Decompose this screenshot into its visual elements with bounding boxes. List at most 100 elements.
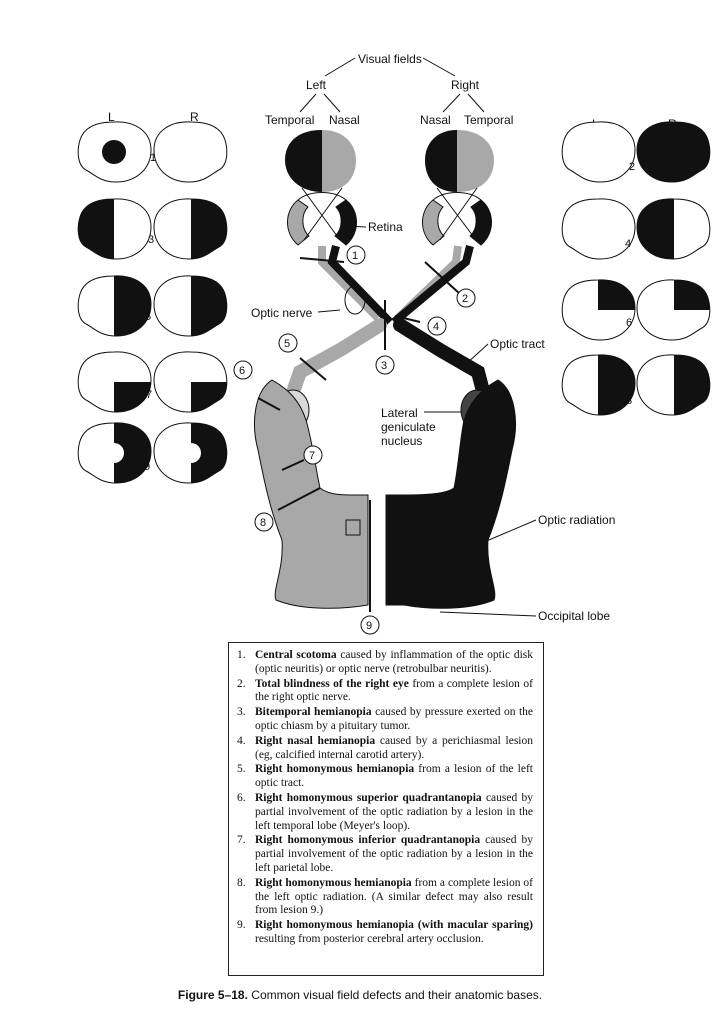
lesion-1-marker: 1 [346, 245, 366, 265]
lesion-4-bar [394, 315, 421, 323]
legend-item-title: Total blindness of the right eye [255, 677, 409, 690]
defect-4-right-field [636, 198, 711, 260]
defect-2-number: 2 [629, 161, 635, 173]
legend-item-number: 3. [237, 706, 246, 719]
nasal-right-label: Nasal [420, 113, 451, 127]
svg-text:3: 3 [381, 360, 387, 372]
field-of-view-right-eye [425, 130, 494, 192]
legend-item-number: 2. [237, 677, 246, 690]
retina-label: Retina [368, 220, 403, 234]
temporal-left-label: Temporal [265, 113, 314, 127]
legend-item: 2. Total blindness of the right eye from … [237, 678, 533, 706]
legend-item-number: 5. [237, 763, 246, 776]
lesion-2-marker: 2 [456, 288, 476, 308]
optic-nerve-label: Optic nerve [251, 306, 313, 320]
lgn-label-line1: Lateral [381, 406, 418, 420]
optic-tracts [285, 318, 491, 402]
legend-item-description: from a complete lesion of the left optic… [255, 876, 534, 917]
defect-7-left-field [77, 351, 152, 413]
legend-item-description: caused by partial involvement of the opt… [255, 791, 533, 832]
defect-2-left-field [561, 121, 636, 183]
defect-1-number: 1 [150, 152, 156, 164]
legend-item-text: Right homonymous hemianopia (with macula… [255, 919, 533, 947]
legend-item-text: Total blindness of the right eye from a … [255, 678, 533, 706]
lesion-8-marker: 8 [254, 512, 274, 532]
defect-1-left-field [77, 121, 152, 183]
legend-item-description: caused by inflammation of the optic disk… [255, 649, 533, 675]
lesion-marks [257, 257, 461, 612]
right-label: Right [451, 78, 480, 92]
defect-8-number: 8 [626, 395, 632, 407]
legend-item-title: Right homonymous superior quadrantanopia [255, 791, 482, 804]
legend-box: 1.Central scotoma caused by inflammation… [228, 642, 544, 976]
legend-item: 4. Right nasal hemianopia caused by a per… [237, 735, 533, 763]
lesion-7-bar [281, 459, 305, 471]
svg-text:5: 5 [284, 338, 290, 350]
legend-item-number: 9. [237, 919, 246, 932]
legend-item: 5.Right homonymous hemianopia from a les… [237, 763, 533, 791]
legend-item-description: from a complete lesion of the right opti… [255, 677, 533, 704]
svg-text:4: 4 [433, 321, 439, 333]
legend-item-title: Bitemporal hemianopia [255, 706, 372, 719]
legend-item-text: Bitemporal hemianopia caused by pressure… [255, 706, 533, 734]
visual-fields-header: Visual fields Left Right Temporal Nasal … [265, 52, 513, 127]
legend-item-description: caused by a perichiasmal lesion (eg, cal… [255, 734, 533, 761]
legend-item-description: resulting from posterior cerebral artery… [255, 932, 484, 945]
lesion-number-circles: 1 2 3 4 5 6 7 8 9 [233, 245, 476, 635]
legend-item-text: Right homonymous inferior quadrantanopia… [255, 834, 533, 875]
legend-item-number: 7. [237, 834, 246, 847]
lesion-2-bar [424, 261, 461, 295]
temporal-right-label: Temporal [464, 113, 513, 127]
svg-text:8: 8 [260, 517, 266, 529]
legend-item-text: Right nasal hemianopia caused by a peric… [255, 735, 533, 763]
lgn-label-line3: nucleus [381, 434, 422, 448]
lesion-6-bar [257, 397, 281, 411]
optic-radiation-label: Optic radiation [538, 513, 615, 527]
lesion-4-marker: 4 [427, 316, 447, 336]
left-label: Left [306, 78, 327, 92]
lesion-7-marker: 7 [303, 445, 323, 465]
lgn-label-line2: geniculate [381, 420, 436, 434]
occipital-lobe-label: Occipital lobe [538, 609, 610, 623]
figure-caption: Figure 5–18. Common visual field defects… [0, 988, 720, 1002]
defect-5-right-field [153, 275, 228, 337]
defect-3-left-field [77, 198, 152, 260]
defect-8-left-field [561, 354, 636, 416]
svg-text:7: 7 [309, 450, 315, 462]
right-optic-radiation [385, 379, 516, 609]
defect-5-left-field [77, 275, 152, 337]
legend-item-description: caused by partial involvement of the opt… [255, 834, 533, 874]
defect-1-right-field [153, 121, 228, 183]
legend-item-text: Right homonymous superior quadrantanopia… [255, 792, 533, 833]
legend-item: 1.Central scotoma caused by inflammation… [237, 649, 533, 677]
legend-item-text: Central scotoma caused by inflammation o… [255, 649, 533, 677]
legend-list: 1.Central scotoma caused by inflammation… [237, 649, 533, 947]
right-eyeball [422, 187, 492, 246]
defect-4-number: 4 [625, 238, 631, 250]
left-column-L-header: L [108, 110, 115, 124]
lesion-9-marker: 9 [360, 615, 380, 635]
legend-item-title: Right nasal hemianopia [255, 734, 376, 747]
left-eyeball [287, 187, 357, 246]
anatomy-labels: Retina Optic nerve Optic tract Lateral g… [251, 220, 615, 623]
legend-item: 8.Right homonymous hemianopia from a com… [237, 877, 533, 918]
svg-text:2: 2 [462, 293, 468, 305]
defect-9-left-field [77, 422, 152, 484]
lesion-6-marker: 6 [233, 360, 253, 380]
lesion-8-bar [277, 487, 321, 511]
defect-8-right-field [636, 354, 711, 416]
lesion-1-bar [299, 257, 345, 263]
legend-item-title: Central scotoma [255, 649, 337, 661]
lesion-5-marker: 5 [278, 333, 298, 353]
defect-6-right-field [636, 279, 711, 341]
lesion-3-marker: 3 [375, 355, 395, 375]
legend-item-title: Right homonymous hemianopia [255, 876, 412, 889]
caption-text: Common visual field defects and their an… [247, 988, 543, 1002]
legend-item-title: Right homonymous hemianopia [255, 763, 415, 776]
legend-item-description: caused by pressure exerted on the optic … [255, 706, 533, 732]
svg-text:1: 1 [352, 250, 358, 262]
legend-item-number: 4. [237, 734, 246, 747]
left-optic-radiation [254, 379, 369, 609]
